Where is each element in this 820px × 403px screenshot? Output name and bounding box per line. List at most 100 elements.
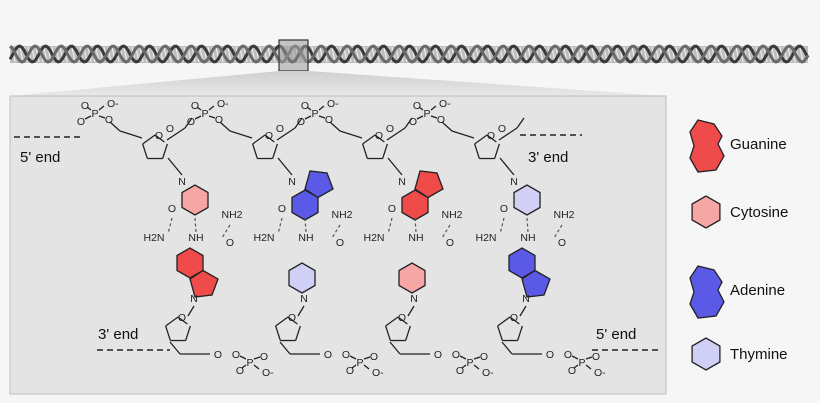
sugar-bond xyxy=(252,134,266,145)
hydrogen-bond xyxy=(221,224,231,239)
linking-oxygen: O xyxy=(166,123,174,135)
oxygen-atom: O xyxy=(564,349,572,361)
phosphorus-atom: P xyxy=(356,357,363,369)
oxygen-minus-atom: O- xyxy=(594,367,606,379)
helix-rung xyxy=(383,46,388,63)
sugar-bond xyxy=(154,134,165,143)
bottom-sugar: O xyxy=(165,312,191,342)
p-o-bond xyxy=(304,115,312,120)
sugar-bond xyxy=(374,134,385,143)
guanine-base-bottom-five-ring xyxy=(189,269,219,298)
oxygen-atom: O xyxy=(325,114,333,126)
legend-label: Cytosine xyxy=(730,204,788,221)
sugar-bond xyxy=(275,325,281,341)
sugar-bond xyxy=(385,325,391,341)
sugar-bond xyxy=(287,316,298,325)
sugar-bond xyxy=(397,316,408,325)
glycosidic-bond xyxy=(187,305,195,317)
sugar-ring-oxygen: O xyxy=(288,312,296,324)
backbone-bond xyxy=(109,121,121,132)
legend-swatch xyxy=(689,265,725,319)
sugar-bond xyxy=(177,316,188,325)
backbone-bond xyxy=(386,127,406,141)
zoom-cone xyxy=(10,71,666,96)
backbone-bond xyxy=(404,117,413,129)
carbonyl-oxygen: O xyxy=(226,237,234,249)
oxygen-atom: O xyxy=(342,349,350,361)
phosphorus-atom: P xyxy=(466,357,473,369)
p-o-bond xyxy=(363,356,371,360)
oxygen-atom: O xyxy=(260,351,268,363)
adenine-base-bottom xyxy=(508,247,551,298)
p-o-bond xyxy=(98,105,105,111)
backbone-bond xyxy=(119,130,143,139)
thymine-base-top xyxy=(513,184,541,216)
adenine-base-top xyxy=(291,170,334,221)
bottom-sugar: O xyxy=(275,312,301,342)
molecule-panel xyxy=(9,95,667,395)
helix-rung xyxy=(643,46,648,63)
sugar-bond xyxy=(142,143,148,159)
amine-group: NH2 xyxy=(441,209,462,221)
hydrogen-bonds xyxy=(277,217,341,239)
amine-group: NH2 xyxy=(553,209,574,221)
p-o-bond xyxy=(349,355,357,360)
top-sugar: O xyxy=(362,130,388,160)
adenine-base-bottom-six-ring xyxy=(508,247,536,279)
oxygen-atom: O xyxy=(346,365,354,377)
sugar-bond xyxy=(497,316,511,327)
p-o-bond xyxy=(253,364,260,370)
oxygen-minus-atom: O- xyxy=(262,367,274,379)
bottom-right-end-label: 5' end xyxy=(596,326,636,343)
p-o-bond xyxy=(306,106,312,111)
p-o-bond xyxy=(98,115,106,119)
oxygen-minus-atom: O- xyxy=(482,367,494,379)
oxygen-minus-atom: O- xyxy=(372,367,384,379)
backbone-bond xyxy=(229,130,253,139)
glycosidic-bond xyxy=(297,305,305,317)
oxygen-atom: O xyxy=(301,100,309,112)
hydrogen-bond xyxy=(331,224,341,239)
amine-group: NH2 xyxy=(331,209,352,221)
bottom-sugar: O xyxy=(385,312,411,342)
p-o-bond xyxy=(208,115,216,119)
helix-rung xyxy=(591,46,596,63)
adenine-base-bottom-five-ring xyxy=(521,269,551,298)
linking-oxygen: O xyxy=(546,349,554,361)
cytosine-base-top xyxy=(181,184,209,216)
hydrogen-bond xyxy=(304,217,307,233)
hydrogen-bond xyxy=(387,217,393,235)
legend-item-adenine: Adenine xyxy=(689,265,785,319)
guanine-base-bottom xyxy=(176,247,219,298)
carbonyl-oxygen: O xyxy=(336,237,344,249)
carbonyl-oxygen: O xyxy=(388,203,396,215)
linking-oxygen: O xyxy=(386,123,394,135)
carbonyl-oxygen: O xyxy=(500,203,508,215)
p-o-bond xyxy=(418,106,424,111)
phosphorus-atom: P xyxy=(91,108,98,120)
amine-group: H2N xyxy=(363,232,384,244)
dna-double-helix xyxy=(8,44,810,64)
sugar-bond xyxy=(185,325,191,341)
sugar-bond xyxy=(382,143,388,159)
helix-rung xyxy=(435,46,440,63)
backbone-bond xyxy=(276,127,296,141)
oxygen-atom: O xyxy=(592,351,600,363)
p-o-bond xyxy=(351,364,357,369)
p-o-bond xyxy=(585,356,593,360)
p-o-bond xyxy=(459,355,467,360)
helix-rung xyxy=(175,46,180,63)
hydrogen-bond xyxy=(553,224,563,239)
hydrogen-bond xyxy=(414,217,417,233)
helix-rung xyxy=(123,46,128,63)
helix-strand-a xyxy=(8,44,810,64)
p-o-bond xyxy=(86,106,92,111)
backbone-bond xyxy=(169,341,181,355)
backbone-bond xyxy=(498,127,518,141)
glycosidic-bond xyxy=(519,305,527,317)
p-o-bond xyxy=(571,355,579,360)
sugar-bond xyxy=(295,325,301,341)
